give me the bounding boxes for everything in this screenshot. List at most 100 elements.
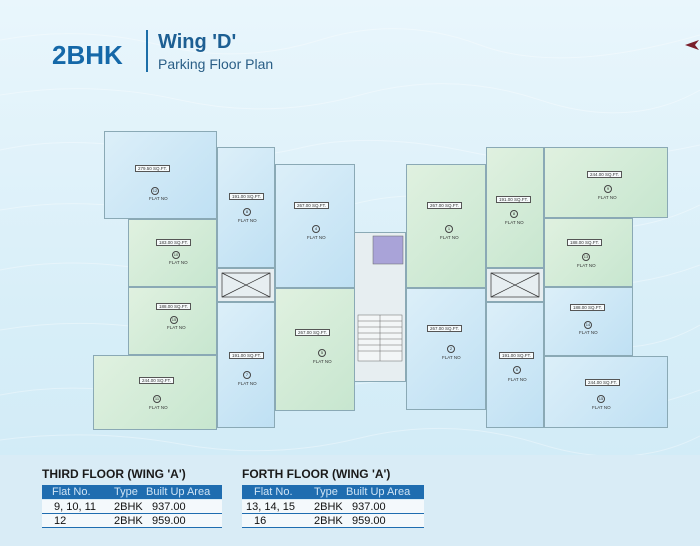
third-floor-title: THIRD FLOOR (WING 'A') — [42, 467, 186, 481]
area-label: 188.00 SQ.FT. — [567, 239, 603, 246]
area-label: 244.00 SQ.FT. — [139, 377, 175, 384]
cell-type: 2BHK — [314, 501, 343, 513]
flat-number: 7 — [243, 371, 251, 379]
area-label: 188.00 SQ.FT. — [570, 304, 606, 311]
area-label: 244.00 SQ.FT. — [585, 379, 621, 386]
title-divider — [146, 30, 148, 72]
table-row: 9, 10, 11 2BHK 937.00 — [42, 500, 222, 514]
stair-core — [354, 232, 406, 382]
area-label: 191.00 SQ.FT. — [496, 196, 532, 203]
flat-number: 14 — [584, 321, 592, 329]
flat-number: 15 — [597, 395, 605, 403]
flat-no-label: FLAT NO — [238, 218, 257, 223]
flat-room: 244.00 SQ.FT. 9 FLAT NO — [544, 147, 668, 218]
flat-no-label: FLAT NO — [592, 405, 611, 410]
lift-icon — [221, 272, 271, 298]
cell-flat-no: 16 — [254, 515, 267, 527]
table-row: 13, 14, 15 2BHK 937.00 — [242, 500, 424, 514]
header-built-up-area: Built Up Area — [146, 486, 211, 498]
flat-number: 15 — [170, 316, 178, 324]
area-label: 183.00 SQ.FT. — [156, 239, 192, 246]
area-label: 279.50 SQ.FT. — [135, 165, 171, 172]
cell-type: 2BHK — [114, 501, 143, 513]
flat-no-label: FLAT NO — [238, 381, 257, 386]
flat-no-label: FLAT NO — [598, 195, 617, 200]
flat-room: 279.50 SQ.FT. 12 FLAT NO — [104, 131, 217, 219]
flat-number: 11 — [153, 395, 161, 403]
third-floor-header: Flat No. Type Built Up Area — [42, 485, 222, 499]
flat-no-label: FLAT NO — [440, 235, 459, 240]
flat-no-label: FLAT NO — [579, 330, 598, 335]
staircase-icon — [357, 235, 404, 362]
flat-room: 191.00 SQ.FT. 8 FLAT NO — [486, 147, 544, 268]
header: 2BHK Wing 'D' Parking Floor Plan — [0, 0, 700, 90]
floor-plan: 279.50 SQ.FT. 12 FLAT NO 183.00 SQ.FT. 1… — [93, 131, 668, 430]
forth-floor-header: Flat No. Type Built Up Area — [242, 485, 424, 499]
cell-flat-no: 9, 10, 11 — [54, 501, 96, 513]
wing-title: Wing 'D' — [158, 31, 237, 53]
area-label: 267.00 SQ.FT. — [427, 325, 463, 332]
header-flat-no: Flat No. — [52, 486, 91, 498]
flat-number: 12 — [151, 187, 159, 195]
header-type: Type — [314, 486, 338, 498]
flat-room: 244.00 SQ.FT. 11 FLAT NO — [93, 355, 217, 430]
cell-type: 2BHK — [114, 515, 143, 527]
flat-number: 2 — [447, 345, 455, 353]
cell-area: 937.00 — [152, 501, 186, 513]
flat-room: 244.00 SQ.FT. 15 FLAT NO — [544, 356, 668, 428]
flat-room: 267.00 SQ.FT. 2 FLAT NO — [406, 288, 486, 410]
area-label: 191.00 SQ.FT. — [229, 193, 265, 200]
header-built-up-area: Built Up Area — [346, 486, 411, 498]
area-label: 188.00 SQ.FT. — [156, 303, 192, 310]
cell-flat-no: 13, 14, 15 — [246, 501, 295, 513]
flat-room: 191.00 SQ.FT. 8 FLAT NO — [217, 147, 275, 268]
flat-number: 9 — [604, 185, 612, 193]
flat-no-label: FLAT NO — [505, 220, 524, 225]
flat-number: 4 — [312, 225, 320, 233]
flat-room: 191.00 SQ.FT. 7 FLAT NO — [217, 302, 275, 428]
cell-area: 959.00 — [152, 515, 186, 527]
flat-no-label: FLAT NO — [149, 405, 168, 410]
cell-area: 937.00 — [352, 501, 386, 513]
lift-icon — [490, 272, 540, 298]
cell-type: 2BHK — [314, 515, 343, 527]
area-label: 267.00 SQ.FT. — [427, 202, 463, 209]
flat-no-label: FLAT NO — [313, 359, 332, 364]
flat-number: 6 — [513, 366, 521, 374]
lift-shaft — [486, 268, 544, 302]
flat-room: 188.00 SQ.FT. 14 FLAT NO — [544, 287, 633, 356]
header-flat-no: Flat No. — [254, 486, 293, 498]
header-type: Type — [114, 486, 138, 498]
flat-room: 188.00 SQ.FT. 15 FLAT NO — [128, 287, 217, 355]
table-row: 12 2BHK 959.00 — [42, 514, 222, 528]
flat-room: 267.00 SQ.FT. 4 FLAT NO — [275, 164, 355, 288]
area-label: 267.00 SQ.FT. — [295, 329, 331, 336]
forth-floor-title: FORTH FLOOR (WING 'A') — [242, 467, 391, 481]
flat-no-label: FLAT NO — [508, 377, 527, 382]
flat-number: 5 — [318, 349, 326, 357]
flat-no-label: FLAT NO — [577, 263, 596, 268]
lift-shaft — [217, 268, 275, 302]
flat-no-label: FLAT NO — [149, 196, 168, 201]
flat-room: 183.00 SQ.FT. 10 FLAT NO — [128, 219, 217, 287]
flat-no-label: FLAT NO — [167, 325, 186, 330]
area-label: 267.00 SQ.FT. — [294, 202, 330, 209]
area-label: 244.00 SQ.FT. — [587, 171, 623, 178]
flat-no-label: FLAT NO — [442, 355, 461, 360]
flat-room: 188.00 SQ.FT. 13 FLAT NO — [544, 218, 633, 287]
flat-no-label: FLAT NO — [307, 235, 326, 240]
flat-number: 10 — [172, 251, 180, 259]
flat-no-label: FLAT NO — [169, 260, 188, 265]
compass-icon — [685, 40, 699, 50]
flat-room: 267.00 SQ.FT. 1 FLAT NO — [406, 164, 486, 288]
flat-number: 8 — [243, 208, 251, 216]
plan-subtitle: Parking Floor Plan — [158, 56, 274, 72]
flat-number: 13 — [582, 253, 590, 261]
flat-room: 191.00 SQ.FT. 6 FLAT NO — [486, 302, 544, 428]
area-label: 191.00 SQ.FT. — [499, 352, 535, 359]
area-label: 191.00 SQ.FT. — [229, 352, 265, 359]
flat-number: 8 — [510, 210, 518, 218]
table-row: 16 2BHK 959.00 — [242, 514, 424, 528]
bhk-title: 2BHK — [52, 40, 123, 70]
flat-number: 1 — [445, 225, 453, 233]
